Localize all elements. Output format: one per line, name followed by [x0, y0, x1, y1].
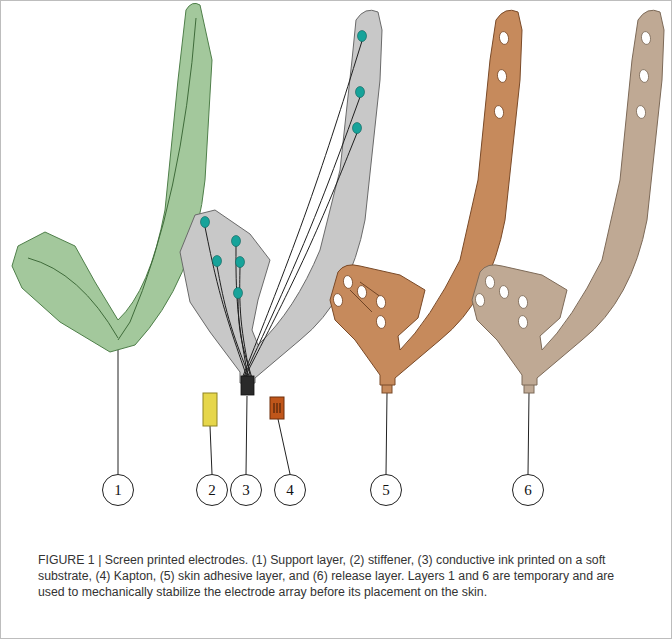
conductive-layer	[205, 41, 362, 376]
release-layer	[640, 31, 651, 45]
conductive-layer	[358, 31, 367, 42]
leader-line	[386, 393, 387, 474]
callout-circle: 2	[196, 474, 228, 506]
callout-number: 2	[208, 483, 216, 498]
conductive-layer	[238, 298, 251, 376]
conductive-layer	[353, 123, 362, 134]
conductive-layer	[232, 236, 241, 247]
figure-caption: FIGURE 1 | Screen printed electrodes. (1…	[38, 552, 644, 600]
leader-line	[210, 426, 212, 474]
leader-line	[528, 393, 529, 474]
callout-circle: 3	[230, 474, 262, 506]
skin-adhesive-layer	[493, 105, 504, 119]
callout-circle: 1	[102, 474, 134, 506]
stiffener	[203, 393, 217, 426]
conductive-layer	[213, 256, 222, 267]
kapton	[270, 397, 284, 419]
callout-number: 5	[382, 483, 390, 498]
conductive-layer	[245, 133, 357, 376]
support-layer	[12, 3, 212, 352]
release-layer	[474, 31, 651, 329]
release-layer	[484, 275, 495, 289]
conductive-layer	[201, 217, 210, 228]
conductive-layer	[234, 288, 243, 299]
release-layer	[517, 315, 528, 329]
conductive-layer	[240, 267, 250, 376]
skin-adhesive-layer	[342, 275, 353, 289]
conductive-layer	[244, 97, 360, 376]
leader-line	[278, 419, 290, 474]
skin-adhesive-layer	[498, 31, 509, 45]
kapton	[280, 403, 281, 413]
release-layer	[474, 293, 485, 307]
release-layer	[498, 285, 509, 299]
callout-circle: 4	[274, 474, 306, 506]
kapton	[277, 403, 278, 413]
conductive-layer	[201, 31, 367, 299]
skin-adhesive-layer	[496, 69, 507, 83]
support-layer	[28, 258, 118, 338]
leader-line	[118, 345, 119, 474]
conductive-layer	[356, 87, 365, 98]
conductive-layer	[236, 257, 245, 268]
release-layer	[635, 105, 646, 119]
release-layer	[472, 10, 664, 385]
callout-number: 3	[242, 483, 250, 498]
release-layer	[472, 10, 664, 393]
kapton	[270, 397, 284, 419]
skin-adhesive-layer	[332, 293, 343, 307]
conductive-layer	[217, 266, 249, 376]
callout-circle: 5	[370, 474, 402, 506]
support-layer	[12, 3, 212, 352]
support-layer	[118, 18, 196, 340]
callout-number: 4	[286, 483, 294, 498]
callout-circle: 6	[512, 474, 544, 506]
conductive-layer	[241, 376, 254, 395]
callout-number: 6	[524, 483, 532, 498]
skin-adhesive-layer	[375, 295, 386, 309]
leader-line	[246, 396, 247, 474]
skin-adhesive-layer	[375, 315, 386, 329]
kapton	[274, 403, 275, 413]
skin-adhesive-layer	[356, 285, 367, 299]
callout-number: 1	[114, 483, 122, 498]
release-layer	[517, 295, 528, 309]
stiffener	[203, 393, 217, 426]
release-layer	[638, 69, 649, 83]
leader-line	[118, 345, 529, 474]
